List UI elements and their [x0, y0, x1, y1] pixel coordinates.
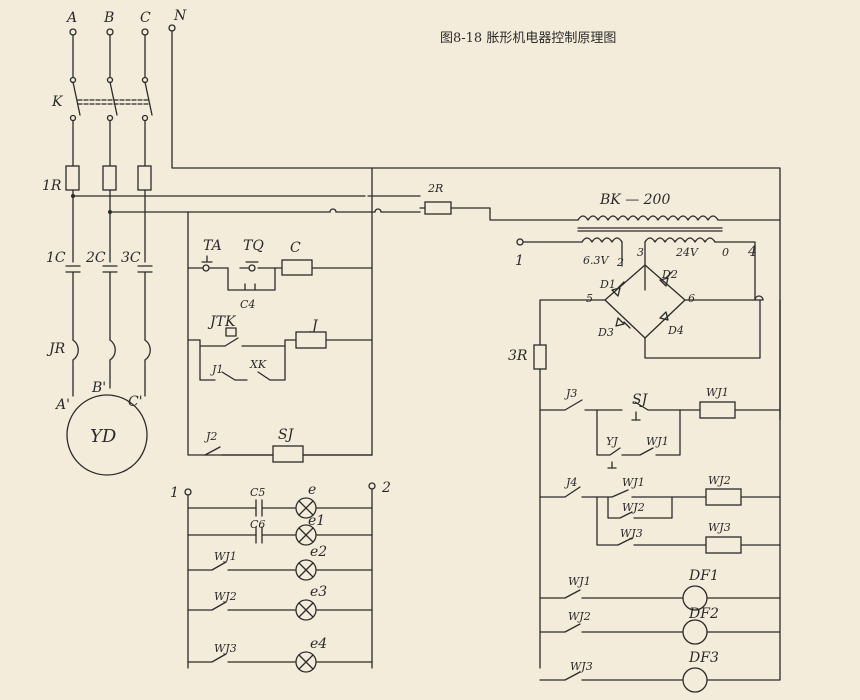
- contact-wj1-label: WJ1: [214, 550, 237, 563]
- transformer-label: BK — 200: [599, 192, 670, 208]
- transformer-primary: [577, 215, 781, 221]
- diagram-title: 图8-18 胀形机电器控制原理图: [440, 31, 616, 46]
- terminal-b-prime: B': [91, 380, 106, 396]
- phase-n-label: N: [173, 8, 187, 24]
- coil-j-label: J: [309, 318, 319, 334]
- terminal-c: [141, 28, 149, 36]
- contactor-1c-label: 1C: [46, 250, 66, 266]
- diode-d2-label: D2: [661, 268, 678, 281]
- diode-d3-label: D3: [597, 326, 614, 339]
- contact-yj-label: YJ: [606, 435, 618, 448]
- fuse-b: [102, 165, 117, 191]
- phase-c-label: C: [140, 10, 151, 26]
- node-6-label: 6: [688, 292, 695, 305]
- switch-xk-label: XK: [249, 358, 267, 371]
- terminal-a: [69, 28, 77, 36]
- valve-df2-label: DF2: [688, 606, 719, 622]
- terminal-1-label: 1: [515, 253, 524, 269]
- contact-wj1b-label: WJ1: [646, 435, 669, 448]
- terminal-3-label: 3: [637, 246, 644, 259]
- diode-d4-label: D4: [667, 324, 684, 337]
- relay-jr-label: JR: [46, 341, 66, 357]
- contact-wj2b-label: WJ2: [622, 501, 645, 514]
- right-circuit: 2R BK — 200 1 6.3V 2 3 24V 0 4 D1 D2 D3 …: [419, 182, 781, 693]
- terminal-b: [106, 28, 114, 36]
- terminal-n: [168, 24, 176, 32]
- valve-df1: [682, 585, 708, 611]
- coil-sj-label: SJ: [278, 427, 295, 443]
- cap-c6-label: C6: [250, 518, 265, 531]
- contact-c4-label: C4: [240, 298, 255, 311]
- terminal-0-label: 0: [722, 246, 729, 259]
- coil-c: [281, 259, 313, 276]
- voltage-24-label: 24V: [675, 246, 699, 259]
- contact-j1-label: J1: [210, 363, 223, 376]
- contact-j3-label: J3: [564, 387, 577, 400]
- terminal-2-label: 2: [616, 256, 624, 269]
- contactor-2c-label: 2C: [85, 250, 106, 266]
- control-circuit: TA TQ C C4 JTK J J1 XK J2 SJ: [187, 167, 421, 463]
- phase-a-label: A: [65, 10, 77, 26]
- lamp-e2-label: e2: [310, 544, 327, 560]
- valve-df2: [682, 619, 708, 645]
- fuse-2r: [424, 201, 452, 215]
- node-5-label: 5: [586, 292, 593, 305]
- button-ta-label: TA: [203, 238, 222, 254]
- valve-df1-label: DF1: [688, 568, 719, 584]
- power-circuit: A B C N K 1R 1C 2C 3C: [42, 8, 781, 476]
- terminal-4-label: 4: [747, 244, 757, 260]
- fuse-a: [65, 165, 80, 191]
- contact-wj2-label: WJ2: [214, 590, 237, 603]
- motor-yd: [66, 394, 148, 476]
- terminal-a-prime: A': [54, 397, 70, 413]
- valve-df3: [682, 667, 708, 693]
- contact-wj3-label: WJ3: [214, 642, 237, 655]
- fuse-c: [137, 165, 152, 191]
- node-1-label: 1: [170, 485, 179, 501]
- button-jtk-label: JTK: [207, 314, 237, 330]
- lamp-e-label: e: [308, 482, 316, 498]
- diode-d1-label: D1: [599, 278, 616, 291]
- voltage-63-label: 6.3V: [583, 254, 609, 267]
- fuse-2r-label: 2R: [427, 182, 443, 195]
- contact-sj-label: SJ: [632, 392, 649, 408]
- valve-df3-label: DF3: [688, 650, 719, 666]
- fuse-1r-label: 1R: [42, 178, 62, 194]
- motor-label: YD: [90, 426, 117, 447]
- coil-sj: [272, 445, 304, 463]
- coil-wj1-label: WJ1: [706, 386, 729, 399]
- terminal-c-prime: C': [128, 394, 143, 410]
- coil-wj2: [705, 488, 742, 506]
- indicator-circuit: 1 2 C5 e C6 e1 WJ1 e2 WJ2 e3 WJ3 e4: [170, 480, 391, 673]
- node-2-label: 2: [381, 480, 391, 496]
- resistor-3r-label: 3R: [508, 348, 528, 364]
- coil-wj3: [705, 536, 742, 554]
- contact-wj3b-label: WJ3: [620, 527, 643, 540]
- button-tq-label: TQ: [243, 238, 264, 254]
- coil-j: [295, 331, 327, 349]
- contact-j4-label: J4: [564, 476, 577, 489]
- lamp-e1-label: e1: [308, 513, 325, 529]
- transformer-secondary: [581, 237, 716, 243]
- contact-wj3d-label: WJ3: [570, 660, 593, 673]
- switch-k-blades: [72, 81, 153, 116]
- resistor-3r: [533, 344, 547, 370]
- coil-c-label: C: [290, 240, 301, 256]
- phase-b-label: B: [103, 10, 114, 26]
- contact-wj1d-label: WJ1: [568, 575, 591, 588]
- contact-wj1c-label: WJ1: [622, 476, 645, 489]
- lamp-e4-label: e4: [310, 636, 327, 652]
- coil-wj1: [699, 401, 736, 419]
- contact-j2-label: J2: [204, 430, 217, 443]
- coil-wj3-label: WJ3: [708, 521, 731, 534]
- contactor-3c-label: 3C: [121, 250, 141, 266]
- cap-c5-label: C5: [250, 486, 265, 499]
- lamp-e3-label: e3: [310, 584, 327, 600]
- contact-wj2d-label: WJ2: [568, 610, 591, 623]
- coil-wj2-label: WJ2: [708, 474, 731, 487]
- switch-k-label: K: [51, 94, 64, 110]
